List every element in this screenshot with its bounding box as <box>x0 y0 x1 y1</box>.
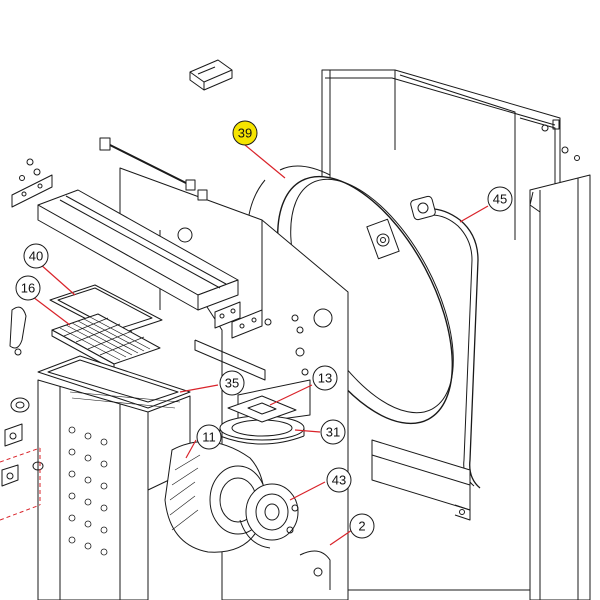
leader-31 <box>294 429 321 433</box>
flange-plate <box>219 415 305 445</box>
svg-text:2: 2 <box>358 519 365 534</box>
burner-grille <box>51 313 161 371</box>
svg-text:40: 40 <box>29 249 43 264</box>
base-rail <box>371 439 471 521</box>
callout-16: 16 <box>15 275 41 301</box>
leader-11 <box>185 439 197 459</box>
callout-13: 13 <box>312 365 338 391</box>
callout-11: 11 <box>196 424 222 450</box>
leader-16 <box>32 296 71 326</box>
screws-left <box>19 158 304 334</box>
callout-43: 43 <box>326 467 352 493</box>
dashed-boundary <box>0 447 41 521</box>
left-edge-parts <box>1 306 44 487</box>
leader-13 <box>269 384 313 406</box>
leader-39 <box>244 144 286 179</box>
leader-45 <box>459 205 489 223</box>
burner-cover <box>37 189 239 311</box>
leader-2 <box>329 529 353 546</box>
svg-text:45: 45 <box>493 192 507 207</box>
top-bracket <box>189 59 233 91</box>
leader-35 <box>179 384 219 393</box>
flange-gasket <box>227 395 297 423</box>
svg-text:43: 43 <box>332 473 346 488</box>
svg-text:39: 39 <box>238 126 252 141</box>
svg-text:11: 11 <box>202 430 216 445</box>
callout-35: 35 <box>219 370 245 396</box>
bottom-detail <box>299 550 331 590</box>
svg-text:31: 31 <box>326 425 340 440</box>
venturi <box>239 483 299 549</box>
svg-text:16: 16 <box>21 281 35 296</box>
callout-45: 45 <box>487 186 513 212</box>
svg-text:35: 35 <box>225 376 239 391</box>
heat-exchanger <box>37 379 191 600</box>
callout-31: 31 <box>320 419 346 445</box>
leader-40 <box>39 263 76 296</box>
callout-39: 39 <box>232 120 258 146</box>
leader-lines <box>32 144 489 546</box>
callout-40: 40 <box>23 243 49 269</box>
leader-43 <box>289 481 326 501</box>
svg-text:13: 13 <box>318 371 332 386</box>
side-brackets <box>11 174 263 339</box>
threaded-rod <box>99 137 208 201</box>
callout-2: 2 <box>349 513 375 539</box>
